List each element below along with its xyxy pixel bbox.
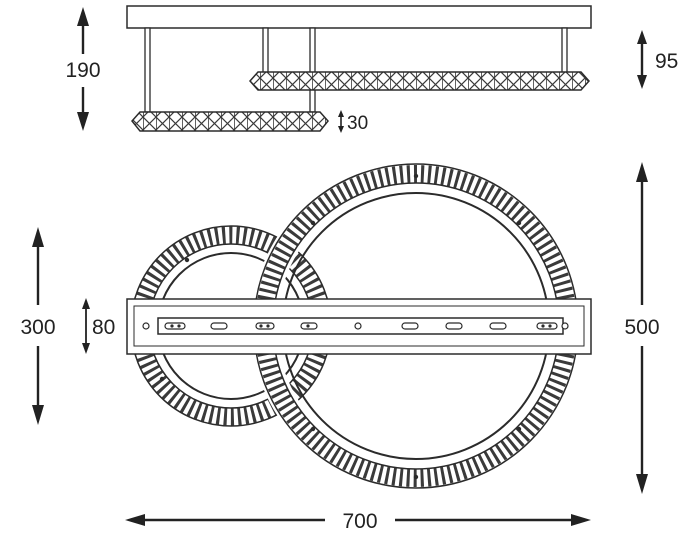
large-ring-dots bbox=[310, 173, 522, 480]
drop-95-dimension bbox=[637, 30, 647, 89]
mounting-slot bbox=[401, 322, 419, 330]
suspension-rods bbox=[144, 27, 568, 113]
width-700-dimension bbox=[125, 514, 591, 526]
side-view: 190 95 30 bbox=[65, 5, 678, 134]
screw-hole bbox=[354, 322, 362, 330]
bar-80-dimension bbox=[82, 298, 90, 354]
band-30-label: 30 bbox=[347, 113, 368, 134]
small-ring-band-side bbox=[131, 111, 329, 132]
screw-hole bbox=[561, 322, 569, 330]
suspension-rod bbox=[561, 27, 568, 75]
ceiling-canopy bbox=[126, 5, 592, 29]
mounting-slot bbox=[210, 322, 228, 330]
mounting-slot bbox=[536, 322, 558, 330]
drop-95-label: 95 bbox=[655, 50, 678, 73]
large-ring-500-dimension bbox=[636, 162, 648, 494]
band-30-dimension bbox=[338, 110, 344, 133]
small-ring-300-label: 300 bbox=[20, 316, 55, 339]
mounting-slot bbox=[445, 322, 463, 330]
screw-hole bbox=[142, 322, 150, 330]
large-ring-500-label: 500 bbox=[624, 316, 659, 339]
suspension-rod bbox=[309, 27, 316, 113]
suspension-rod bbox=[262, 27, 269, 75]
large-ring-band-side bbox=[248, 71, 591, 91]
width-700-label: 700 bbox=[342, 510, 377, 533]
bar-80-label: 80 bbox=[92, 316, 115, 339]
small-ring-300-dimension bbox=[32, 227, 44, 425]
suspension-rod bbox=[144, 27, 151, 113]
slot-pins bbox=[170, 324, 552, 328]
mounting-slot bbox=[255, 322, 275, 330]
mounting-holes bbox=[142, 322, 569, 330]
height-190-dimension bbox=[77, 7, 89, 131]
mounting-slot bbox=[489, 322, 507, 330]
mounting-slot bbox=[164, 322, 186, 330]
height-190-label: 190 bbox=[65, 59, 100, 82]
top-view: 300 80 500 700 bbox=[20, 161, 660, 533]
